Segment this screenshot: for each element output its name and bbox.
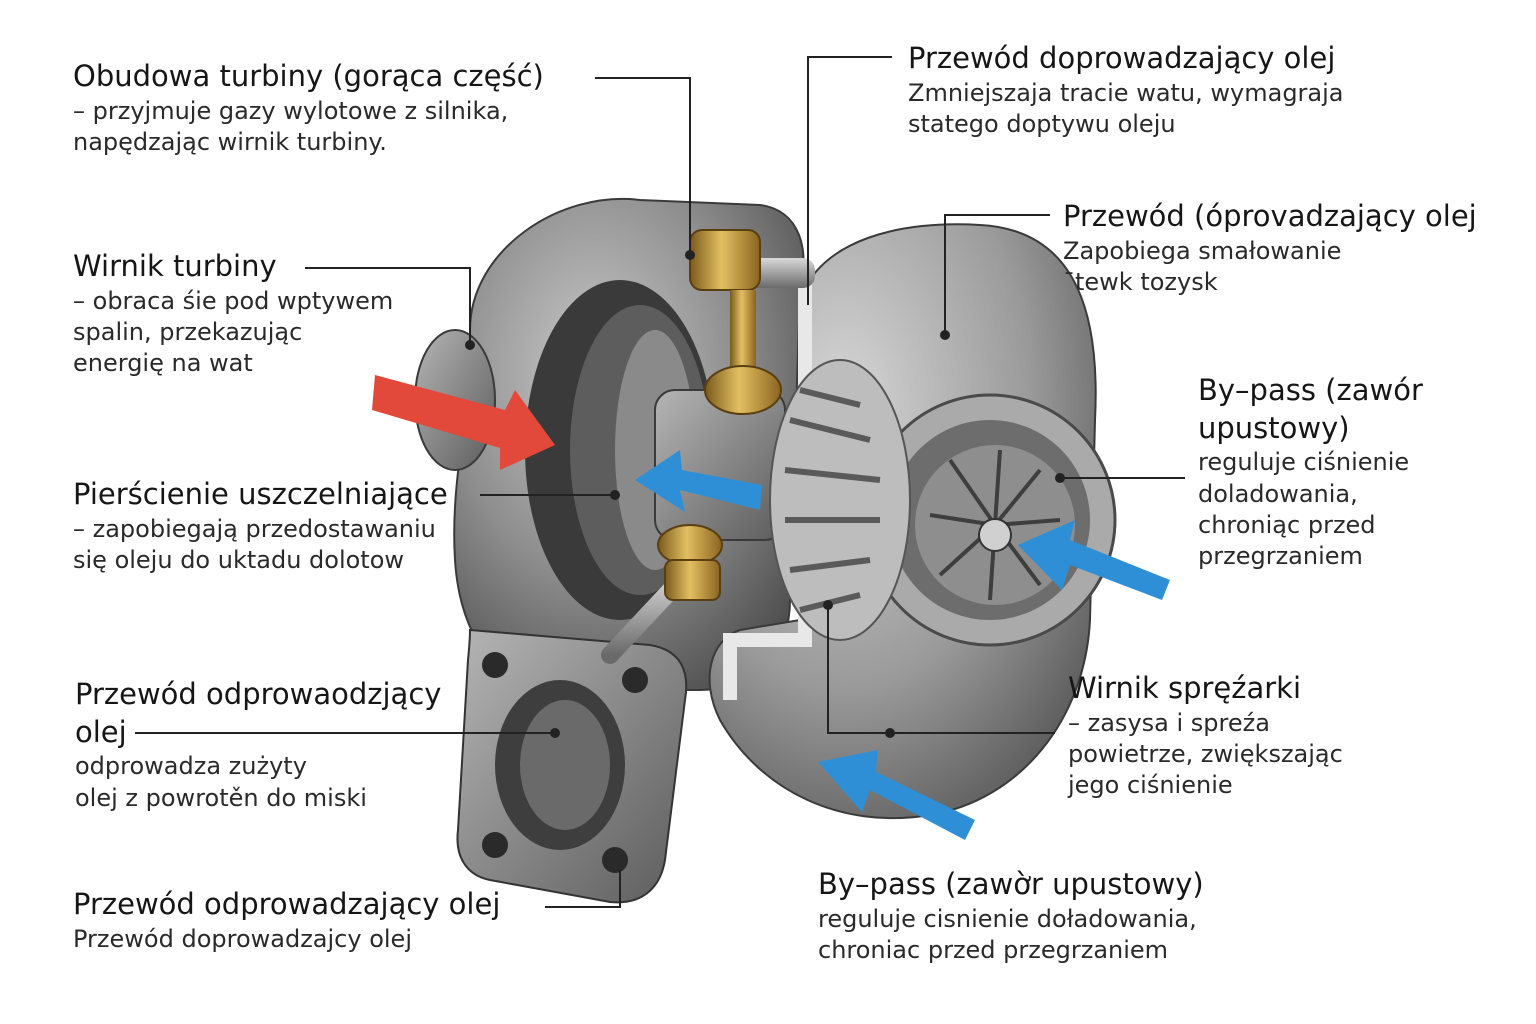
label-compressor-wheel: Wirnik spręźarki – zasysa i spreźa powie… (1068, 670, 1343, 801)
turbine-housing-desc-1: – przyjmuje gazy wylotowe z silnika, (73, 96, 509, 125)
compressor-wheel (769, 359, 1061, 641)
label-turbine-housing: Obudowa turbiny (gorąca część) – przyjmu… (73, 58, 544, 158)
seal-rings-desc-2: się oleju do uktadu dolotow (73, 545, 405, 574)
oil-supply-top-title: Przewód doprowadzający olej (908, 41, 1336, 75)
oil-drain-line (601, 524, 723, 664)
bypass-right-title-1: By–pass (zawór (1198, 373, 1423, 407)
turbine-housing-title: Obudowa turbiny (gorąca część) (73, 59, 544, 93)
oil-supply-top-desc-2: statego doptywu oleju (908, 109, 1176, 138)
label-bypass-bottom: By–pass (zawờr upustowy) reguluje cisnie… (818, 866, 1204, 966)
leader-lines (135, 56, 1185, 908)
turbine-wheel-desc-1: – obraca śie pod wptywem (73, 286, 394, 315)
turbine-wheel-title: Wirnik turbiny (73, 249, 277, 283)
exhaust-flange (456, 628, 688, 904)
seal-rings-title: Pierścienie uszczelniające (73, 477, 448, 511)
oil-supply-top-desc-1: Zmniejszaja tracie watu, wymagraja (908, 78, 1344, 107)
turbine-wheel-desc-3: energię na wat (73, 349, 253, 378)
oil-supply-right-desc-1: Zapobiega smałowanie (1063, 236, 1342, 265)
oil-supply-right-desc-2: ¯tewk tozysk (1063, 267, 1218, 296)
bypass-bottom-desc-2: chroniac przed przegrzaniem (818, 935, 1169, 964)
turbine-wheel-desc-2: spalin, przekazując (73, 317, 303, 346)
bypass-right-desc-2: doladowania, (1198, 479, 1358, 508)
exhaust-inflow-arrow (372, 375, 555, 470)
label-oil-supply-top: Przewód doprowadzający olej Zmniejszaja … (908, 40, 1344, 140)
oil-supply-right-title: Przewód (óprovadzający olej (1063, 199, 1477, 233)
turbine-housing-desc-2: napędzając wirnik turbiny. (73, 127, 387, 156)
compressor-wheel-desc-3: jego ciśnienie (1068, 771, 1233, 800)
compressor-wheel-desc-1: – zasysa i spreźa (1068, 708, 1270, 737)
label-oil-drain-bottom: Przewód odprowadzający olej Przewód dopr… (73, 886, 500, 955)
bypass-bottom-title: By–pass (zawờr upustowy) (818, 867, 1204, 901)
compressor-wheel-desc-2: powietrze, zwiększając (1068, 739, 1343, 768)
oil-drain-bottom-desc-1: Przewód doprowadzajcy olej (73, 924, 412, 953)
air-inflow-arrow-bottom (818, 750, 975, 840)
label-bypass-right: By–pass (zawór upustowy) reguluje ciśnie… (1198, 372, 1423, 572)
label-oil-supply-right: Przewód (óprovadzający olej Zapobiega sm… (1063, 198, 1477, 298)
oil-drain-left-desc-1: odprowadza zużyty (75, 752, 307, 781)
air-inflow-arrow-right (1018, 520, 1170, 600)
bypass-right-desc-1: reguluje ciśnienie (1198, 448, 1410, 477)
label-seal-rings: Pierścienie uszczelniające – zapobiegają… (73, 476, 448, 576)
bypass-right-desc-3: chroniąc przed (1198, 510, 1376, 539)
bypass-bottom-desc-1: reguluje cisnienie doładowania, (818, 904, 1197, 933)
bypass-right-title-2: upustowy) (1198, 410, 1350, 445)
oil-drain-left-title-1: Przewód odprowaodzjący (75, 677, 442, 711)
oil-drain-left-title-2: olej (75, 714, 127, 749)
label-turbine-wheel: Wirnik turbiny – obraca śie pod wptywem … (73, 248, 393, 379)
seal-rings-desc-1: – zapobiegają przedostawaniu (73, 514, 436, 543)
compressor-wheel-title: Wirnik spręźarki (1068, 671, 1302, 705)
label-oil-drain-left: Przewód odprowaodzjący olej odprowadza z… (75, 676, 441, 814)
air-inflow-arrow-center (635, 450, 762, 512)
bypass-right-desc-4: przegrzaniem (1198, 541, 1363, 570)
oil-supply-line (689, 229, 815, 415)
oil-drain-left-desc-2: olej z powrotěn do miski (75, 783, 367, 812)
oil-drain-bottom-title: Przewód odprowadzający olej (73, 887, 501, 921)
